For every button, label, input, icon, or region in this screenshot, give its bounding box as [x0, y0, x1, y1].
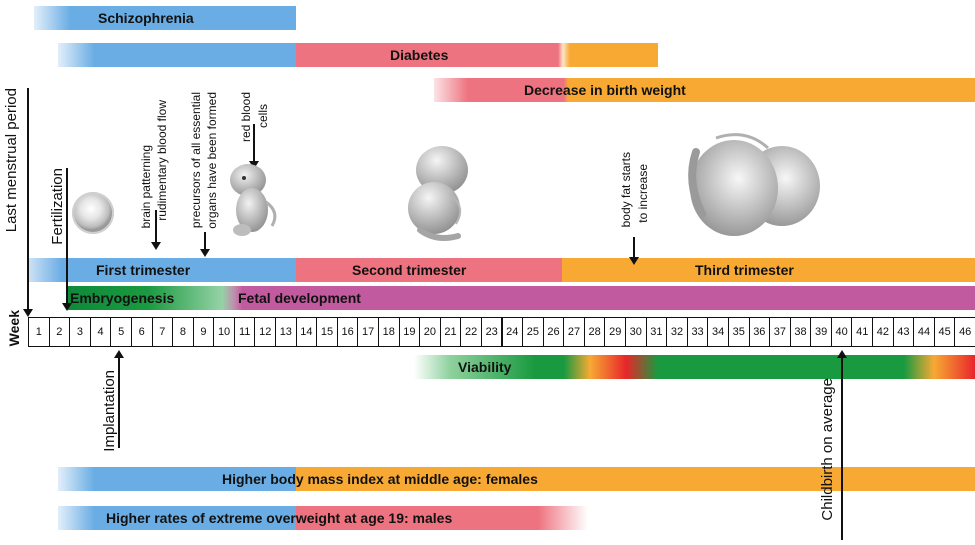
week-cell: 25	[522, 317, 544, 347]
precursors-label-line2: organs have been formed	[205, 92, 219, 229]
week-cell: 30	[625, 317, 647, 347]
week-cell: 40	[831, 317, 853, 347]
week-cell: 23	[481, 317, 503, 347]
fetus-late-image	[676, 122, 826, 250]
implantation-label: Implantation	[101, 370, 118, 452]
week-cell: 2	[49, 317, 71, 347]
last-menstrual-period-label: Last menstrual period	[3, 88, 20, 232]
rudimentary-blood-flow-label: rudimentary blood flow	[155, 100, 169, 221]
week-cell: 11	[234, 317, 256, 347]
week-cell: 45	[934, 317, 956, 347]
precursors-arrowhead	[200, 249, 210, 257]
week-cell: 12	[254, 317, 276, 347]
third-trimester-label: Third trimester	[695, 258, 794, 282]
development-bar: Embryogenesis Fetal development	[68, 286, 975, 310]
week-cell: 8	[172, 317, 194, 347]
week-cell: 1	[28, 317, 50, 347]
week-cell: 39	[810, 317, 832, 347]
childbirth-arrowhead	[837, 350, 847, 358]
week-cell: 34	[707, 317, 729, 347]
week-cell: 26	[543, 317, 565, 347]
week-axis-label: Week	[6, 310, 22, 346]
week-cell: 19	[399, 317, 421, 347]
week-cell: 7	[152, 317, 174, 347]
week-cell: 28	[584, 317, 606, 347]
week-cell: 20	[419, 317, 441, 347]
week-cell: 3	[69, 317, 91, 347]
brain-patterning-label: brain patterning	[139, 145, 153, 228]
birth-weight-label: Decrease in birth weight	[524, 78, 686, 102]
fetal-development-label: Fetal development	[238, 286, 361, 310]
week-cell: 14	[296, 317, 318, 347]
implantation-line	[118, 356, 120, 448]
childbirth-label: Childbirth on average	[819, 378, 836, 521]
brain-patterning-line	[155, 210, 157, 246]
week-cell: 6	[131, 317, 153, 347]
week-cell: 15	[316, 317, 338, 347]
schizophrenia-bar: Schizophrenia	[34, 6, 296, 30]
week-cell: 5	[110, 317, 132, 347]
childbirth-line	[841, 356, 843, 540]
trimester-bar: First trimester Second trimester Third t…	[28, 258, 975, 282]
diabetes-bar: Diabetes	[58, 43, 658, 67]
first-trimester-label: First trimester	[96, 258, 190, 282]
bmi-females-label: Higher body mass index at middle age: fe…	[222, 467, 538, 491]
bmi-females-bar: Higher body mass index at middle age: fe…	[58, 467, 975, 491]
fetus-mid-image	[400, 138, 484, 244]
week-cell: 13	[275, 317, 297, 347]
fertilization-label: Fertilization	[49, 168, 66, 245]
diabetes-label: Diabetes	[390, 43, 448, 67]
week-cell: 17	[357, 317, 379, 347]
brain-patterning-arrowhead	[151, 242, 161, 250]
red-blood-label-line1: red blood	[239, 92, 253, 142]
second-trimester-label: Second trimester	[352, 258, 466, 282]
last-menstrual-period-line	[27, 88, 29, 314]
week-cell: 37	[769, 317, 791, 347]
overweight-males-label: Higher rates of extreme overweight at ag…	[106, 506, 452, 530]
fertilization-arrowhead	[62, 303, 72, 311]
body-fat-arrowhead	[629, 257, 639, 265]
week-cell: 10	[213, 317, 235, 347]
week-cell: 36	[749, 317, 771, 347]
week-cell: 38	[790, 317, 812, 347]
body-fat-label-line1: body fat starts	[619, 152, 633, 227]
body-fat-label-line2: to increase	[636, 164, 650, 223]
birth-weight-bar: Decrease in birth weight	[434, 78, 975, 102]
week-cell: 32	[666, 317, 688, 347]
week-cell: 33	[687, 317, 709, 347]
embryogenesis-label: Embryogenesis	[70, 286, 174, 310]
week-cell: 44	[913, 317, 935, 347]
week-cell: 42	[872, 317, 894, 347]
viability-bar: Viability	[414, 355, 975, 379]
early-embryo-image	[72, 192, 114, 234]
week-cell: 4	[90, 317, 112, 347]
viability-label: Viability	[458, 355, 511, 379]
week-cell: 29	[604, 317, 626, 347]
week-cell: 31	[646, 317, 668, 347]
week-cell: 18	[378, 317, 400, 347]
week-cell: 27	[563, 317, 585, 347]
red-blood-line	[253, 124, 255, 164]
week-cell: 46	[954, 317, 975, 347]
overweight-males-bar: Higher rates of extreme overweight at ag…	[58, 506, 588, 530]
schizophrenia-label: Schizophrenia	[98, 6, 194, 30]
week-cell: 21	[440, 317, 462, 347]
week-cell: 35	[728, 317, 750, 347]
week-cell: 9	[193, 317, 215, 347]
precursors-label-line1: precursors of all essential	[189, 92, 203, 228]
week-cell: 16	[337, 317, 359, 347]
week-cell: 43	[893, 317, 915, 347]
fertilization-line	[66, 168, 68, 308]
week-cell: 41	[851, 317, 873, 347]
week-cell: 24	[502, 317, 524, 347]
embryo-image	[222, 160, 284, 242]
week-cell: 22	[460, 317, 482, 347]
implantation-arrowhead	[114, 350, 124, 358]
red-blood-label-line2: cells	[256, 104, 270, 128]
last-menstrual-period-arrowhead	[23, 309, 33, 317]
